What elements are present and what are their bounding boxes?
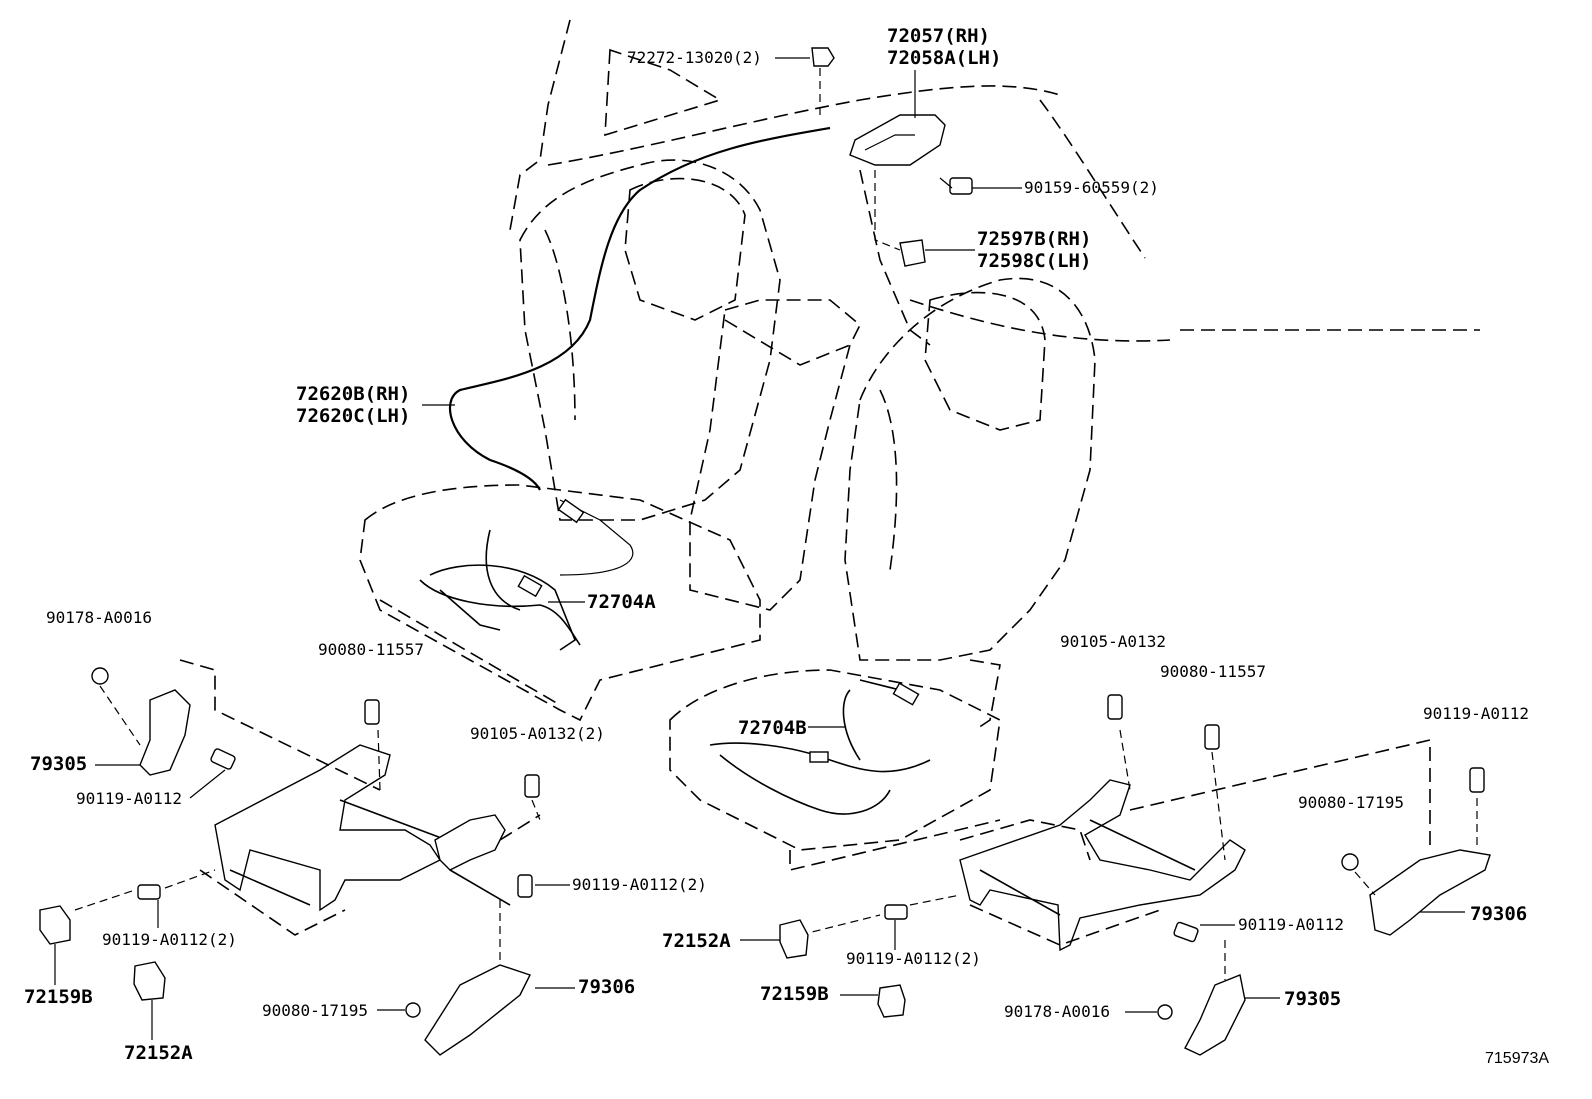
label-wire-a: 72704A [587, 591, 656, 613]
label-handle-screw: 90159-60559(2) [1024, 178, 1159, 197]
label-left-bolt-90105: 90105-A0132(2) [470, 724, 605, 743]
label-left-bolt-90119-a: 90119-A0112 [76, 789, 182, 808]
label-left-bracket-79305: 79305 [30, 753, 87, 775]
diagram-id: 715973A [1485, 1050, 1549, 1067]
label-cover-rh: 72597B(RH) [977, 228, 1091, 250]
release-cable-clip [775, 47, 835, 120]
label-left-bolt-90119-c: 90119-A0112(2) [102, 930, 237, 949]
label-right-cover-72159b: 72159B [760, 983, 829, 1005]
right-covers [740, 919, 906, 1018]
label-cable-rh: 72620B(RH) [296, 383, 410, 405]
handle-screw [939, 177, 1022, 195]
right-seat-outline [669, 277, 1096, 872]
left-bracket-79305 [95, 689, 191, 776]
left-bracket-79306 [424, 900, 575, 1056]
label-left-nut-top: 90178-A0016 [46, 608, 152, 627]
wire-harness-b [709, 679, 931, 815]
label-right-bracket-79306: 79306 [1470, 903, 1527, 925]
right-bracket-79306 [1369, 849, 1491, 936]
handle-cover [874, 170, 975, 267]
label-left-cover-72159b: 72159B [24, 986, 93, 1008]
label-right-bolt-90119-top: 90119-A0112 [1423, 704, 1529, 723]
right-fasteners [799, 694, 1485, 1020]
label-cover-lh: 72598C(LH) [977, 250, 1091, 272]
release-handle [849, 70, 946, 166]
label-left-bolt-90119-b: 90119-A0112(2) [572, 875, 707, 894]
left-seat-outline [359, 159, 861, 722]
release-cable [448, 126, 831, 576]
label-right-nut-90178: 90178-A0016 [1004, 1002, 1110, 1021]
right-seat-track [959, 729, 1431, 952]
label-left-bracket-79306: 79306 [578, 976, 635, 998]
label-right-bolt-90105: 90105-A0132 [1060, 632, 1166, 651]
right-bracket-79305 [1184, 940, 1280, 1056]
label-handle-rh: 72057(RH) [887, 25, 990, 47]
label-right-bolt-90080-top: 90080-11557 [1160, 662, 1266, 681]
label-handle-lh: 72058A(LH) [887, 47, 1001, 69]
label-right-cover-72152a: 72152A [662, 930, 731, 952]
label-left-bolt-90080-top: 90080-11557 [318, 640, 424, 659]
left-fasteners [74, 667, 570, 1018]
left-seat-track [179, 659, 541, 936]
left-covers [39, 905, 166, 1040]
label-cable-lh: 72620C(LH) [296, 405, 410, 427]
label-right-bolt-90119-mid: 90119-A0112 [1238, 915, 1344, 934]
label-right-nut-90080: 90080-17195 [1298, 793, 1404, 812]
wire-harness-a [419, 498, 585, 651]
label-release-cable-clip: 72272-13020(2) [627, 48, 762, 67]
label-right-bracket-79305: 79305 [1284, 988, 1341, 1010]
label-left-nut-90080-bottom: 90080-17195 [262, 1001, 368, 1020]
cabin-outline [509, 19, 1480, 346]
label-left-cover-72152a: 72152A [124, 1042, 193, 1064]
label-right-bolt-90119-bottom: 90119-A0112(2) [846, 949, 981, 968]
label-wire-b: 72704B [738, 717, 807, 739]
